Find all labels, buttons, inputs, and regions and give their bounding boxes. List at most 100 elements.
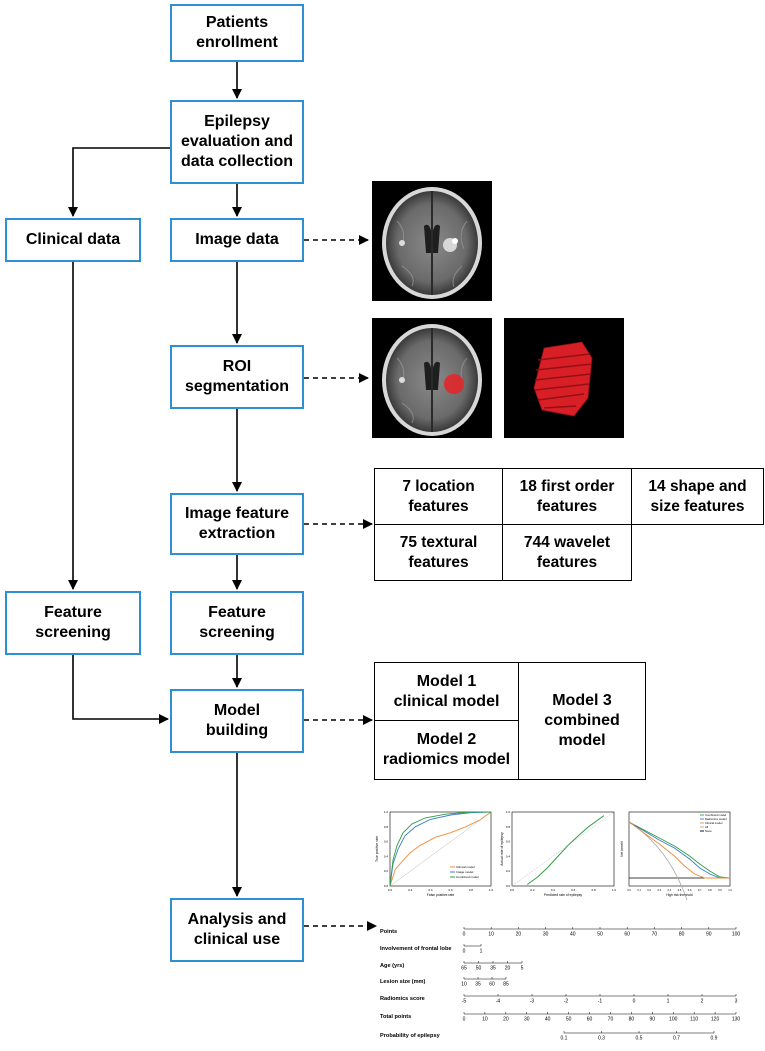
roc-ytick: 0.0 [384, 884, 389, 888]
nomogram-row-label: Radiomics score [380, 996, 425, 1002]
dca-xtick: 0.0 [627, 888, 631, 892]
feature-cell-first-order: 18 first order features [502, 468, 632, 525]
nomogram-tick-label: 60 [587, 1017, 593, 1023]
nomogram-tick-label: 110 [690, 1017, 698, 1023]
dca-legend-label: Combined model [705, 813, 727, 817]
cal-ytick: 0.6 [506, 840, 511, 844]
dca-frame [628, 811, 731, 887]
dca-xtick: 0.4 [668, 888, 672, 892]
nomogram-tick-label: 0.5 [636, 1036, 643, 1042]
nomogram-row-label: Points [380, 929, 397, 935]
nomogram-tick-label: 90 [706, 932, 712, 938]
roc-xtick: 1.0 [489, 888, 494, 892]
nomogram-tick-label: 35 [475, 982, 481, 988]
cal-ytick: 0.2 [506, 869, 511, 873]
nomogram-row-label: Probability of epilepsy [380, 1033, 441, 1039]
cal-frame [511, 811, 615, 887]
cal-ytick: 1.0 [506, 810, 511, 814]
nomogram-row-label: Age (yrs) [380, 963, 404, 969]
arrow-eval-to-clinical [68, 147, 170, 217]
dca-xtick: 0.6 [688, 888, 692, 892]
roc-xtick: 0.0 [388, 888, 393, 892]
dca-xtick: 1.0 [728, 888, 732, 892]
nomogram-tick-label: 90 [650, 1017, 656, 1023]
nomogram-tick-label: 0.7 [673, 1036, 680, 1042]
nomogram-tick-label: -4 [496, 999, 501, 1005]
patients-enrollment-box: Patients enrollment [170, 4, 304, 62]
nomogram-tick-label: 80 [679, 932, 685, 938]
image-feature-extraction-box: Image feature extraction [170, 493, 304, 555]
nomogram-tick-label: 80 [629, 1017, 635, 1023]
dca-series-line [628, 821, 730, 879]
roc-ytick: 1.0 [384, 810, 389, 814]
roc-ytick: 0.8 [384, 825, 389, 829]
nomogram-tick-label: 50 [597, 932, 603, 938]
roc-xtick: 0.6 [449, 888, 454, 892]
dca-xtick: 0.5 [678, 888, 682, 892]
roi-3d-rendering-image [504, 318, 624, 438]
nomogram-tick-label: 0.3 [598, 1036, 605, 1042]
nomogram-tick-label: 30 [543, 932, 549, 938]
nomogram-tick-label: 1 [480, 949, 483, 955]
nomogram-tick-label: 0 [463, 932, 466, 938]
roc-series-line [389, 811, 492, 887]
dca-xtick: 0.9 [718, 888, 722, 892]
roc-xtick: 0.8 [469, 888, 474, 892]
nomogram-tick-label: 60 [489, 982, 495, 988]
dca-xlabel: High risk threshold [666, 893, 693, 897]
nomogram-tick-label: 0.9 [711, 1036, 718, 1042]
dca-legend-label: Clinical model [705, 821, 723, 825]
roc-ytick: 0.2 [384, 869, 389, 873]
dca-xtick: 0.3 [657, 888, 661, 892]
roc-xlabel: False positive rate [427, 893, 455, 897]
cal-xtick: 0.0 [510, 888, 515, 892]
dca-series-line [628, 821, 730, 879]
dca-xtick: 0.7 [698, 888, 702, 892]
model-1-cell: Model 1 clinical model [374, 662, 519, 721]
nomogram-tick-label: 3 [735, 999, 738, 1005]
nomogram-tick-label: -2 [564, 999, 569, 1005]
cal-xtick: 0.2 [530, 888, 535, 892]
roi-segmented-mri-image [372, 318, 492, 438]
nomogram-tick-label: 0.1 [561, 1036, 568, 1042]
roc-xtick: 0.4 [428, 888, 433, 892]
nomogram-row-label: Involvement of frontal lobe [380, 946, 451, 952]
cal-xlabel: Predicted rate of epilepsy [544, 893, 583, 897]
nomogram-tick-label: 20 [505, 966, 511, 972]
feature-table: 7 location features 18 first order featu… [374, 468, 764, 581]
model-building-box: Model building [170, 689, 304, 753]
feature-cell-location: 7 location features [374, 468, 503, 525]
nomogram-tick-label: 30 [524, 1017, 530, 1023]
nomogram-row-label: Total points [380, 1014, 411, 1020]
roc-series-line [389, 811, 491, 887]
feature-cell-wavelet: 744 wavelet features [502, 524, 632, 581]
nomogram-tick-label: 35 [490, 966, 496, 972]
dca-xtick: 0.8 [708, 888, 712, 892]
roc-frame [389, 811, 492, 887]
cal-curve [527, 815, 605, 885]
nomogram-tick-label: 2 [701, 999, 704, 1005]
nomogram-tick-label: 1 [667, 999, 670, 1005]
roi-segmentation-box: ROI segmentation [170, 345, 304, 409]
epilepsy-evaluation-box: Epilepsy evaluation and data collection [170, 100, 304, 184]
analysis-plots: 0.0 0.2 0.4 0.6 0.8 1.0 0.0 0.2 0.4 0.6 0.8 1.0Fals… [375, 810, 732, 901]
nomogram-tick-label: 100 [732, 932, 741, 938]
cal-xtick: 0.6 [571, 888, 576, 892]
cal-ytick: 0.8 [506, 825, 511, 829]
arrow-clinical-screening-to-model [72, 655, 169, 724]
model-3-cell: Model 3 combined model [518, 662, 646, 780]
nomogram-tick-label: 0 [463, 1017, 466, 1023]
roc-ytick: 0.6 [384, 840, 389, 844]
dca-legend-label: All [705, 825, 708, 829]
cal-xtick: 0.8 [592, 888, 597, 892]
cal-ylabel: Actual rate of epilepsy [500, 832, 504, 866]
nomogram-tick-label: 50 [476, 966, 482, 972]
nomogram-tick-label: 20 [516, 932, 522, 938]
feature-cell-shape-size: 14 shape and size features [631, 468, 764, 525]
dca-ylabel: Net benefit [620, 841, 624, 857]
nomogram-tick-label: 120 [711, 1017, 720, 1023]
